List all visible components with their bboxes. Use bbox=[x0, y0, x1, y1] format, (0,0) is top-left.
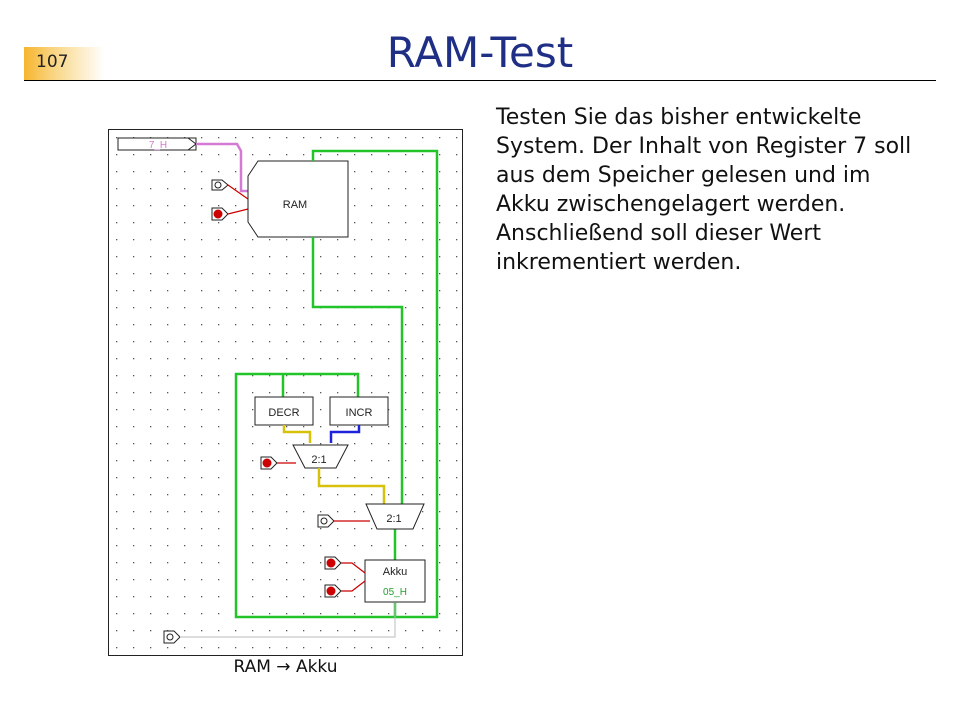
ram-block: RAM bbox=[247, 160, 349, 238]
decr-label: DECR bbox=[268, 407, 299, 419]
page-number-badge bbox=[24, 47, 104, 81]
akku-control-wires bbox=[341, 562, 366, 592]
akku-register: Akku 05_H bbox=[364, 559, 426, 603]
address-input: 7_H bbox=[117, 137, 197, 151]
mux1-to-mux2-wire bbox=[317, 468, 386, 504]
incr-to-mux-wire bbox=[329, 425, 361, 443]
led-indicator-icon bbox=[326, 558, 336, 568]
diagram-caption: RAM → Akku bbox=[233, 657, 338, 677]
mux1-select-switch[interactable] bbox=[260, 456, 278, 470]
reset-wire bbox=[180, 602, 396, 638]
title-divider bbox=[24, 80, 936, 81]
akku-label: Akku bbox=[383, 566, 407, 578]
led-indicator-icon bbox=[326, 586, 336, 596]
mux1-label: 2:1 bbox=[311, 454, 326, 466]
incr-label: INCR bbox=[346, 407, 373, 419]
ram-cs-switch[interactable] bbox=[211, 179, 229, 191]
incr-block: INCR bbox=[329, 396, 389, 426]
data-bus-ram-out bbox=[311, 237, 404, 504]
led-indicator-icon bbox=[213, 209, 223, 219]
mux2-label: 2:1 bbox=[386, 513, 401, 525]
reset-switch[interactable] bbox=[163, 630, 181, 644]
mux-ram-arith: 2:1 bbox=[365, 503, 425, 530]
decr-to-mux-wire bbox=[282, 425, 312, 443]
circuit-diagram: 7_H RAM DECR INCR 2:1 bbox=[108, 129, 463, 656]
description-text: Testen Sie das bisher entwickelte System… bbox=[496, 105, 912, 275]
akku-value: 05_H bbox=[383, 587, 407, 598]
ram-label: RAM bbox=[283, 199, 307, 211]
akku-clock-switch[interactable] bbox=[324, 584, 342, 598]
mux2-select-switch[interactable] bbox=[317, 514, 335, 528]
slide-title: RAM-Test bbox=[386, 28, 574, 77]
mux-decr-incr: 2:1 bbox=[292, 444, 349, 469]
decr-block: DECR bbox=[254, 396, 314, 426]
ram-we-switch[interactable] bbox=[211, 207, 229, 221]
led-indicator-icon bbox=[262, 458, 272, 468]
address-bus bbox=[196, 142, 256, 193]
akku-load-switch[interactable] bbox=[324, 556, 342, 570]
page-number: 107 bbox=[36, 52, 69, 72]
data-bus-feedback bbox=[281, 372, 360, 397]
address-display: 7_H bbox=[149, 140, 167, 151]
data-bus-top bbox=[234, 149, 439, 619]
